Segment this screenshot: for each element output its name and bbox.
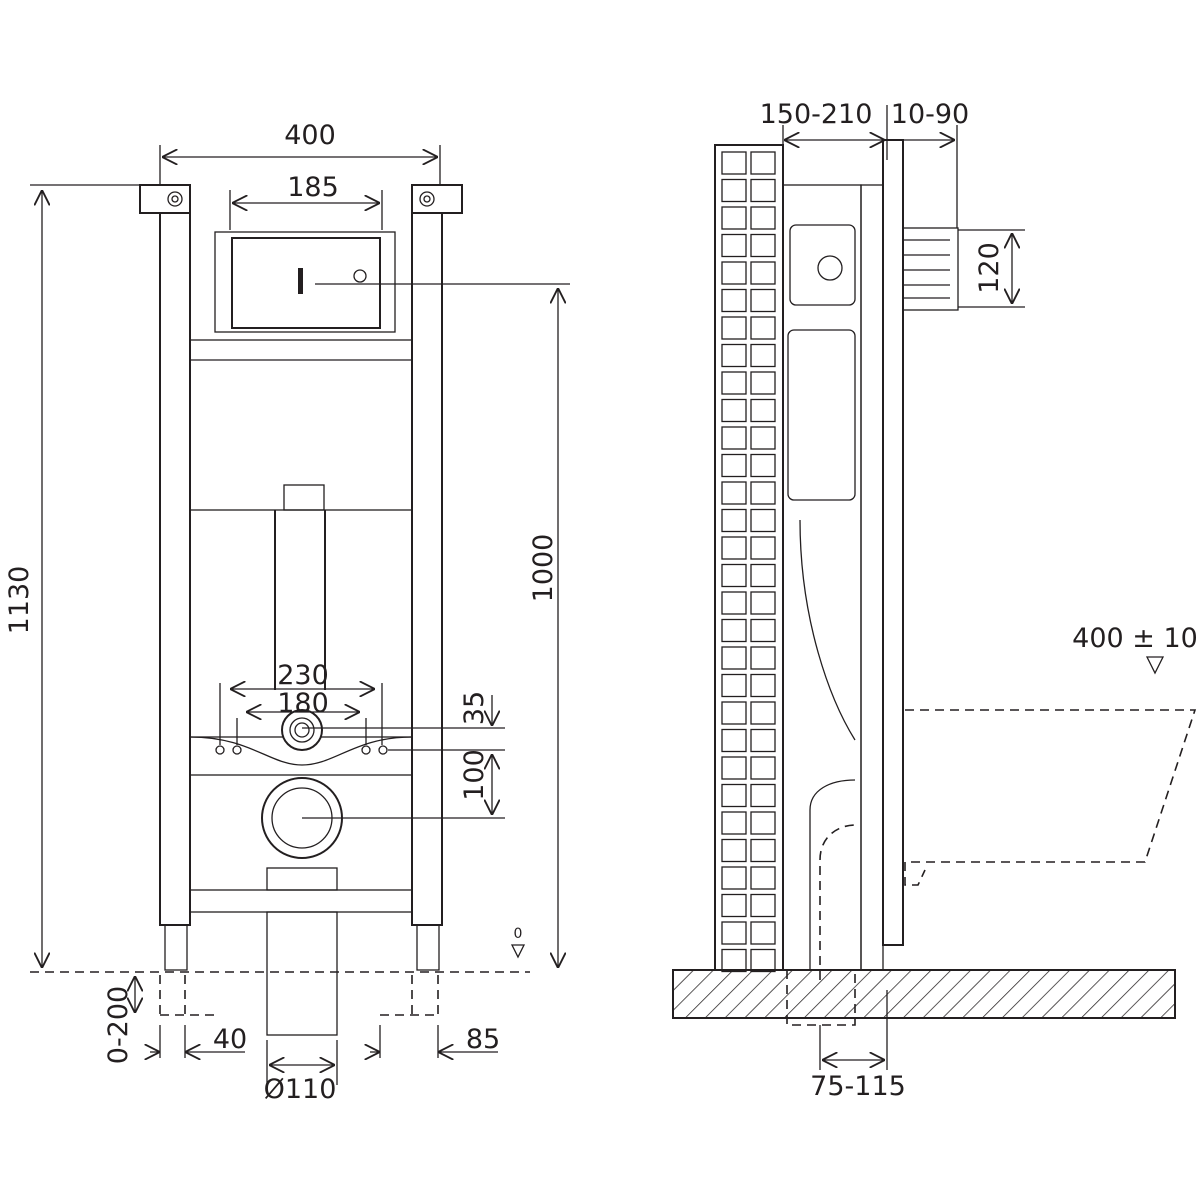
brick xyxy=(750,233,776,258)
brick xyxy=(721,371,747,395)
brick xyxy=(750,618,776,643)
drain-pipe xyxy=(266,911,338,1036)
dim-bolt-outer: 230 xyxy=(277,660,329,691)
dim-foot-right: 85 xyxy=(466,1024,500,1055)
brick xyxy=(721,398,747,423)
brick xyxy=(721,728,747,753)
brick xyxy=(721,866,747,890)
flush-plate-opening xyxy=(214,231,396,333)
brick xyxy=(750,481,776,505)
brick xyxy=(750,673,776,698)
brick xyxy=(750,756,776,780)
brick xyxy=(750,288,776,313)
brick xyxy=(721,893,747,918)
brick xyxy=(750,536,776,560)
wall-finish xyxy=(882,139,904,946)
brick xyxy=(750,591,776,615)
brick xyxy=(750,261,776,285)
dim-bolt-inner: 180 xyxy=(277,688,329,719)
brick xyxy=(721,508,747,533)
brick xyxy=(721,453,747,478)
dim-width-total: 400 xyxy=(284,120,336,151)
brick-wall xyxy=(714,144,784,971)
right-leg xyxy=(416,924,440,971)
dim-drain-diameter: Ø110 xyxy=(264,1074,337,1105)
front-view: 400 185 1130 1000 230 180 35 100 0 0-200… xyxy=(4,120,570,1105)
dim-inlet-offset: 35 xyxy=(459,691,490,725)
brick xyxy=(750,343,776,368)
floor-slab xyxy=(672,969,1176,1019)
brick xyxy=(721,921,747,945)
brick xyxy=(721,151,747,175)
brick xyxy=(750,783,776,808)
brick xyxy=(721,618,747,643)
floor-level-label: 0 xyxy=(514,926,523,942)
brick xyxy=(750,398,776,423)
brick xyxy=(721,838,747,863)
brick xyxy=(750,453,776,478)
left-leg xyxy=(164,924,188,971)
brick xyxy=(750,893,776,918)
dim-height-total: 1130 xyxy=(4,566,35,635)
brick xyxy=(721,783,747,808)
dim-flush-plate: 185 xyxy=(287,172,339,203)
brick xyxy=(750,728,776,753)
brick xyxy=(750,701,776,725)
brick xyxy=(721,563,747,588)
frame-side xyxy=(782,184,862,971)
right-post xyxy=(411,184,443,926)
brick xyxy=(750,838,776,863)
brick xyxy=(721,481,747,505)
toilet-bowl xyxy=(904,709,1197,886)
dim-flush-height: 1000 xyxy=(528,534,559,603)
flush-plate-side xyxy=(902,227,959,311)
cistern-side xyxy=(787,329,856,501)
brick xyxy=(721,178,747,203)
brick xyxy=(750,563,776,588)
side-view: 150-210 10-90 120 400 ± 10 75-115 xyxy=(672,99,1198,1102)
brick xyxy=(721,233,747,258)
brick xyxy=(750,151,776,175)
brick xyxy=(721,811,747,835)
brick xyxy=(721,426,747,450)
dim-plate-height: 120 xyxy=(974,242,1005,294)
brick xyxy=(721,536,747,560)
dim-leg-adjust: 0-200 xyxy=(103,986,134,1064)
brick xyxy=(721,261,747,285)
brick xyxy=(721,646,747,670)
dim-drain-offset: 100 xyxy=(459,749,490,801)
brick xyxy=(750,866,776,890)
brick xyxy=(750,646,776,670)
brick xyxy=(721,673,747,698)
dim-foot-left: 40 xyxy=(213,1024,247,1055)
brick xyxy=(721,701,747,725)
brick xyxy=(750,426,776,450)
brick xyxy=(721,756,747,780)
dim-bowl-height: 400 ± 10 xyxy=(1072,623,1198,654)
left-post xyxy=(159,184,191,926)
brick xyxy=(750,811,776,835)
brick xyxy=(750,206,776,230)
brick xyxy=(750,921,776,945)
brick xyxy=(750,178,776,203)
dim-frame-depth: 150-210 xyxy=(760,99,873,130)
brick xyxy=(721,316,747,340)
brick xyxy=(721,288,747,313)
brick xyxy=(750,316,776,340)
dim-wall-finish: 10-90 xyxy=(891,99,969,130)
brick xyxy=(750,371,776,395)
dim-drain-depth: 75-115 xyxy=(810,1071,906,1102)
brick xyxy=(750,508,776,533)
brick xyxy=(721,206,747,230)
brick xyxy=(721,343,747,368)
brick xyxy=(721,591,747,615)
